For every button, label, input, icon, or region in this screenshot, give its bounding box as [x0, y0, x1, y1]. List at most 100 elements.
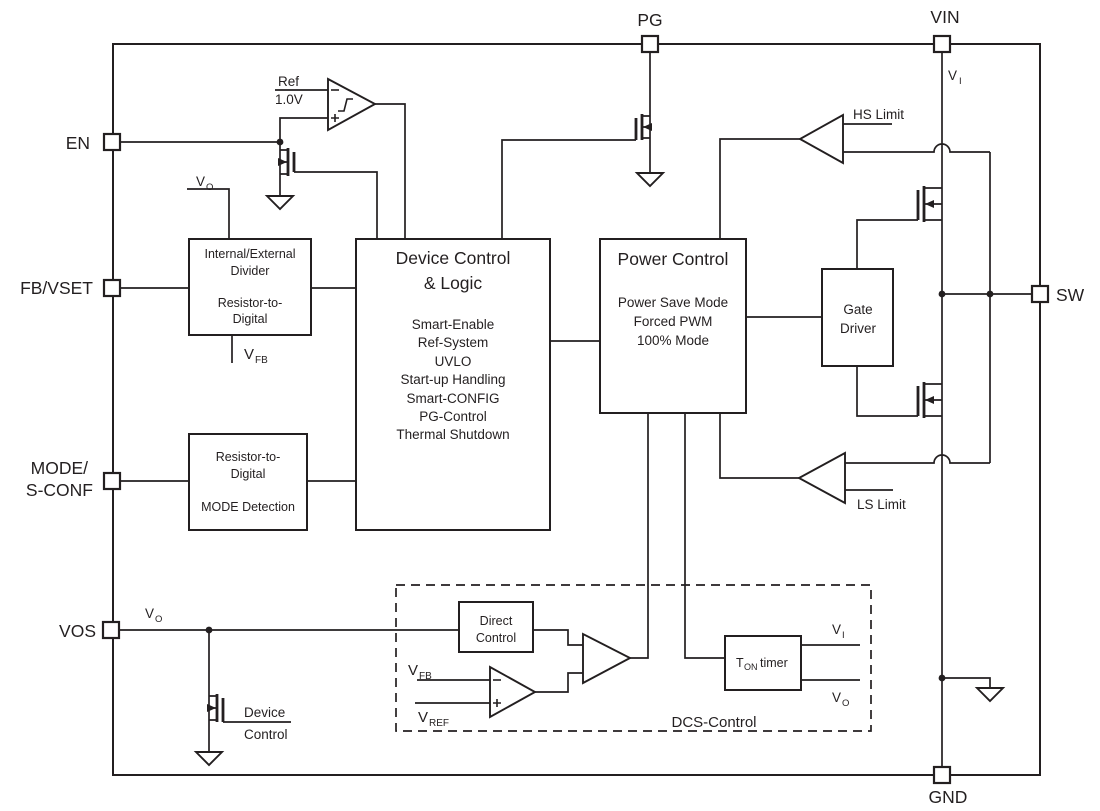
- block-device-control-logic: [355, 238, 551, 531]
- wire-hs-out: [719, 138, 800, 239]
- en-mosfet: [278, 148, 296, 176]
- wires: [119, 52, 1032, 768]
- low-side-mosfet: [916, 382, 942, 418]
- wire-driver-out: [630, 413, 649, 659]
- vo-divider-label: V: [196, 174, 205, 189]
- pin-label-en: EN: [66, 133, 90, 153]
- junction-dot: [938, 290, 946, 298]
- block-internal-external-divider: [188, 238, 312, 336]
- pin-label-pg: PG: [637, 10, 662, 30]
- device-control-signal-label-2: Control: [244, 727, 288, 742]
- en-comparator-body: [327, 77, 377, 132]
- power-control-item: Power Save Mode: [618, 295, 728, 310]
- wire-ls-gate: [856, 366, 918, 417]
- device-logic-item: Ref-System: [418, 335, 489, 350]
- device-logic-title-2: & Logic: [424, 273, 483, 293]
- mosfet-arrow-icon: [925, 200, 934, 208]
- mosfet-arrow-icon: [207, 704, 216, 712]
- pin-gnd: [932, 765, 952, 785]
- ls-limit-comparator: [797, 451, 846, 505]
- ground-icon: [974, 687, 1006, 703]
- junction-dot: [986, 290, 994, 298]
- mode-detect-text-1: Resistor-to-: [216, 450, 281, 464]
- pin-pg: [640, 34, 660, 54]
- vfb-dcs-label-sub: FB: [419, 671, 432, 682]
- power-control-title: Power Control: [618, 249, 729, 269]
- wire-en-comp-plus: [279, 117, 328, 142]
- wire-pg-gate: [501, 139, 636, 239]
- plus-icon: [331, 114, 339, 122]
- block-dcs-control: [395, 584, 872, 732]
- vo-vos-label: V: [145, 606, 154, 621]
- vi-ton-label-sub: I: [842, 630, 845, 641]
- mosfet-arrow-icon: [925, 396, 934, 404]
- vo-ton-label: V: [832, 690, 841, 705]
- wire-gnd-branch: [942, 677, 991, 688]
- pin-mode-sconf: [102, 471, 122, 491]
- vi-ton-label: V: [832, 622, 841, 637]
- dcs-driver: [582, 632, 633, 685]
- wire-en-gate: [294, 171, 378, 239]
- divider-text-3: Resistor-to-: [218, 296, 283, 310]
- pin-label-sconf: S-CONF: [26, 480, 93, 500]
- mosfet-bars: [286, 148, 296, 176]
- hs-limit-comparator-body: [798, 113, 844, 165]
- vos-mosfet: [207, 694, 225, 722]
- ground-icon: [193, 751, 225, 767]
- divider-text-4: Digital: [233, 312, 268, 326]
- block-gate-driver: [821, 268, 894, 367]
- ton-timer-text-rest: timer: [760, 656, 788, 670]
- pin-label-mode: MODE/: [31, 458, 89, 478]
- device-logic-item: Thermal Shutdown: [396, 427, 509, 442]
- pin-label-vos: VOS: [59, 621, 96, 641]
- divider-text-1: Internal/External: [204, 247, 295, 261]
- vi-label: V: [948, 68, 957, 83]
- divider-text-2: Divider: [231, 264, 270, 278]
- ton-timer-text-sub: ON: [744, 662, 758, 672]
- junction-dot: [938, 674, 946, 682]
- mosfet-bars: [215, 694, 225, 722]
- vfb-divider-label-sub: FB: [255, 355, 268, 366]
- pin-vin: [932, 34, 952, 54]
- block-direct-control: [458, 601, 534, 653]
- wire-vo-divider: [187, 188, 230, 239]
- pin-sw: [1030, 284, 1050, 304]
- device-logic-item: PG-Control: [419, 409, 487, 424]
- direct-control-text-2: Control: [476, 631, 516, 645]
- junction-dot: [276, 138, 284, 146]
- mosfet-arrow-icon: [643, 123, 652, 131]
- wire-hs-sense: [843, 143, 990, 153]
- wire-ton-in: [684, 413, 725, 659]
- ground-icon: [264, 195, 296, 211]
- vref-dcs-label-sub: REF: [429, 718, 449, 729]
- mosfet-bars: [916, 186, 926, 222]
- hs-limit-comparator: [798, 113, 844, 165]
- dcs-driver-body: [582, 632, 633, 685]
- ground-icon: [634, 172, 666, 188]
- vo-vos-label-sub: O: [155, 614, 162, 625]
- pin-label-vin: VIN: [930, 7, 959, 27]
- device-control-signal-label-1: Device: [244, 705, 285, 720]
- device-logic-item: UVLO: [435, 354, 472, 369]
- pin-vos: [101, 620, 121, 640]
- hs-limit-label: HS Limit: [853, 107, 904, 122]
- dcs-control-label: DCS-Control: [671, 714, 756, 731]
- pin-label-sw: SW: [1056, 285, 1085, 305]
- vfb-dcs-label: V: [408, 662, 418, 679]
- device-logic-item: Smart-Enable: [412, 317, 495, 332]
- device-logic-item: Smart-CONFIG: [407, 391, 500, 406]
- ls-limit-comparator-body: [797, 451, 846, 505]
- device-logic-title-1: Device Control: [396, 248, 511, 268]
- dcs-comparator: [489, 665, 537, 719]
- vo-ton-label-sub: O: [842, 698, 849, 709]
- wire-comp-dcs-out: [535, 672, 583, 693]
- gate-driver-text-1: Gate: [843, 302, 872, 317]
- mosfet-bars: [916, 382, 926, 418]
- pin-label-gnd: GND: [929, 787, 968, 807]
- block-power-control: [599, 238, 747, 414]
- en-comparator: [327, 77, 377, 132]
- ref-label: Ref: [278, 74, 299, 89]
- pin-en: [102, 132, 122, 152]
- pin-label-fb-vset: FB/VSET: [20, 278, 93, 298]
